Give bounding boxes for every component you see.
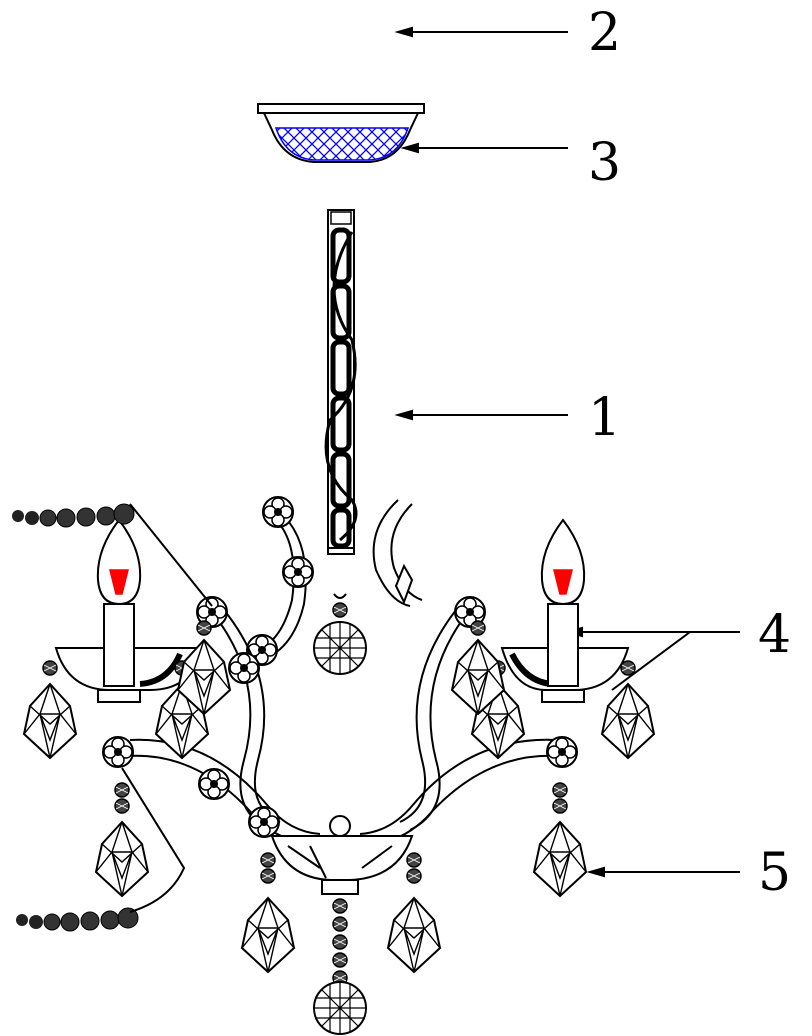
center-bowl: [270, 815, 414, 895]
leader-line-1: [394, 409, 568, 421]
callout-number-1: 1: [588, 388, 621, 448]
callout-number-4: 4: [758, 605, 791, 665]
callout-number-5: 5: [758, 843, 791, 903]
curved-arm-right: [359, 609, 559, 847]
upper-arm-right: [372, 499, 423, 607]
ceiling-canopy: [257, 103, 425, 163]
leader-line-5: [586, 866, 740, 878]
bead-garland-top: [11, 503, 213, 607]
callout-number-3: 3: [588, 133, 621, 193]
leader-line-3: [400, 142, 568, 154]
hanging-chain: [324, 209, 358, 555]
right-candle-cup: [500, 518, 630, 703]
center-ball-pendant: [313, 593, 367, 675]
leader-line-2: [394, 26, 568, 38]
bead-garland-bottom: [15, 767, 186, 932]
callout-number-2: 2: [588, 3, 621, 63]
